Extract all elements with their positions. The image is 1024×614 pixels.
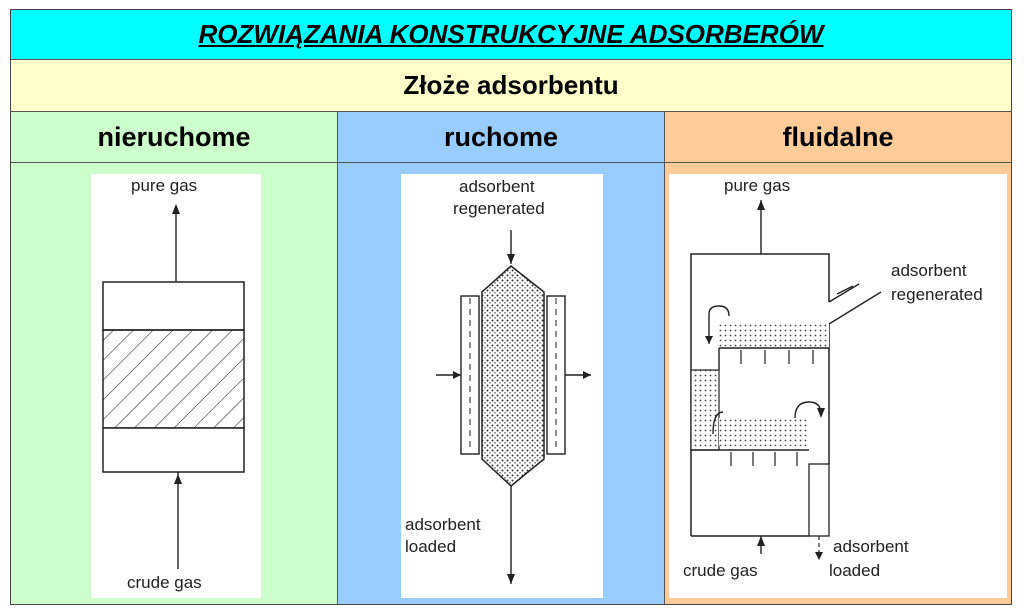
fixed-top-chamber xyxy=(102,281,245,331)
arrow-up-icon xyxy=(174,474,182,484)
fluid-upper-overflow xyxy=(708,305,730,344)
column-fixed-bed: nieruchome pure gas crude gas xyxy=(11,112,338,604)
fluid-top-label: pure gas xyxy=(724,176,790,195)
arrow-down-icon xyxy=(507,574,515,584)
arrow-up-icon xyxy=(172,204,180,214)
fluid-lower-inlet xyxy=(712,411,724,435)
arrow-down-icon xyxy=(705,336,713,344)
arrow-up-icon xyxy=(757,536,765,546)
arrow-right-icon xyxy=(583,371,591,379)
fluid-discharge-pipe xyxy=(808,463,830,537)
fluid-downcomer xyxy=(690,369,720,451)
table-subtitle: Złoże adsorbentu xyxy=(11,60,1011,112)
column-fluid-bed: fluidalne pure gas xyxy=(665,112,1011,604)
fixed-bottom-label: crude gas xyxy=(127,573,202,592)
moving-bed-diagram-panel: adsorbent regenerated adsorbent loaded xyxy=(401,174,603,598)
fluid-bed-diagram-panel: pure gas adsorbent regenerated xyxy=(669,174,1007,598)
fixed-bed-diagram: pure gas crude gas xyxy=(102,176,245,592)
fluid-bed-diagram: pure gas adsorbent regenerated xyxy=(683,176,983,580)
fluid-right-label-1: adsorbent xyxy=(891,261,967,280)
arrow-down-icon xyxy=(815,552,823,560)
moving-bottom-label-2: loaded xyxy=(405,537,456,556)
fluid-lower-gas-arrows xyxy=(730,452,798,466)
fluid-upper-bed xyxy=(719,322,829,348)
moving-top-label-2: regenerated xyxy=(453,199,545,218)
moving-adsorbent-bed xyxy=(481,265,545,487)
arrow-right-icon xyxy=(453,371,461,379)
fixed-top-label: pure gas xyxy=(131,176,197,195)
fluid-lower-overflow xyxy=(794,401,822,419)
fluid-feed-pipe xyxy=(828,283,860,303)
fluid-right-label-2: regenerated xyxy=(891,285,983,304)
arrow-down-icon xyxy=(817,408,825,418)
column-moving-bed: ruchome adsorbent regenerated xyxy=(338,112,665,604)
fluid-bottom-right-label-1: adsorbent xyxy=(833,537,909,556)
fluid-bottom-right-label-2: loaded xyxy=(829,561,880,580)
fluid-feed-arrow xyxy=(836,285,854,295)
column-header-fluid: fluidalne xyxy=(665,112,1011,163)
arrow-down-icon xyxy=(507,254,515,264)
adsorber-table: ROZWIĄZANIA KONSTRUKCYJNE ADSORBERÓW Zło… xyxy=(10,9,1012,605)
fluid-bottom-left-label: crude gas xyxy=(683,561,758,580)
fixed-bottom-chamber xyxy=(102,427,245,473)
fluid-feed-pipe-lower xyxy=(828,291,882,325)
table-title: ROZWIĄZANIA KONSTRUKCYJNE ADSORBERÓW xyxy=(11,10,1011,60)
moving-bed-diagram: adsorbent regenerated adsorbent loaded xyxy=(405,177,591,584)
arrow-up-icon xyxy=(757,200,765,210)
fluid-upper-gas-arrows xyxy=(740,350,814,364)
fluid-lower-bed xyxy=(719,418,809,446)
column-header-moving: ruchome xyxy=(338,112,664,163)
fixed-bed-diagram-panel: pure gas crude gas xyxy=(91,174,261,598)
fixed-adsorbent-bed xyxy=(102,329,245,429)
column-header-fixed: nieruchome xyxy=(11,112,337,163)
moving-top-label-1: adsorbent xyxy=(459,177,535,196)
moving-bottom-label-1: adsorbent xyxy=(405,515,481,534)
